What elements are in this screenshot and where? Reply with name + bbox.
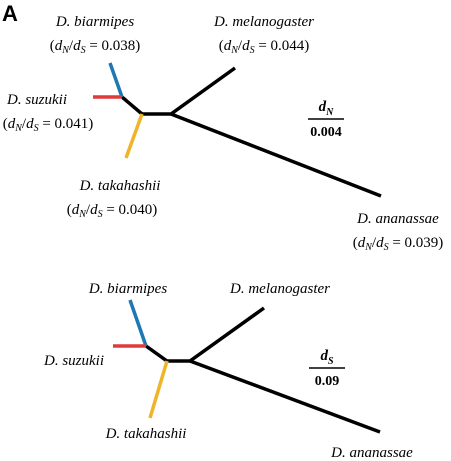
dn-ratio-melanogaster: (dN/dS = 0.044) [219,38,310,56]
ds-ananassae-branch [189,359,381,434]
dn-trunk-melanogaster-branch [120,66,237,116]
dn-takahashii-branch [124,113,144,159]
dn-ratio-ananassae-value: 0.039 [405,235,439,251]
ds-label-biarmipes: D. biarmipes [88,281,167,297]
tree-ds: D. biarmipes D. melanogaster D. suzukii … [43,281,413,461]
dn-scale-label: dN [319,99,335,118]
dn-ratio-biarmipes-value: 0.038 [102,38,136,54]
dn-biarmipes-branch [108,62,124,98]
dn-ratio-takahashii-value: 0.040 [119,202,153,218]
dn-ratio-takahashii: (dN/dS = 0.040) [67,202,158,220]
dn-label-ananassae: D. ananassae [356,211,439,227]
dn-ratio-suzukii: (dN/dS = 0.041) [3,116,94,134]
tree-dn: D. biarmipes (dN/dS = 0.038) D. melanoga… [3,14,444,253]
dn-label-melanogaster: D. melanogaster [213,14,314,30]
dn-ratio-biarmipes: (dN/dS = 0.038) [50,38,141,56]
ds-biarmipes-branch [128,299,148,347]
dn-ananassae-branch [170,112,382,198]
panel-label: A [2,1,18,26]
dn-scale-value: 0.004 [310,125,342,140]
dn-label-biarmipes: D. biarmipes [55,14,134,30]
ds-scale-value: 0.09 [315,374,340,389]
ds-trunk-melanogaster-branch [144,306,266,363]
dn-ratio-suzukii-value: 0.041 [55,116,89,132]
dn-ratio-ananassae: (dN/dS = 0.039) [353,235,444,253]
ds-label-takahashii: D. takahashii [105,426,187,442]
ds-label-ananassae: D. ananassae [330,445,413,461]
dn-ratio-melanogaster-value: 0.044 [271,38,305,54]
dn-label-takahashii: D. takahashii [79,178,161,194]
ds-label-melanogaster: D. melanogaster [229,281,330,297]
dn-label-suzukii: D. suzukii [6,92,67,108]
ds-label-suzukii: D. suzukii [43,353,104,369]
ds-takahashii-branch [148,360,169,419]
ds-scale-label: dS [320,348,334,367]
